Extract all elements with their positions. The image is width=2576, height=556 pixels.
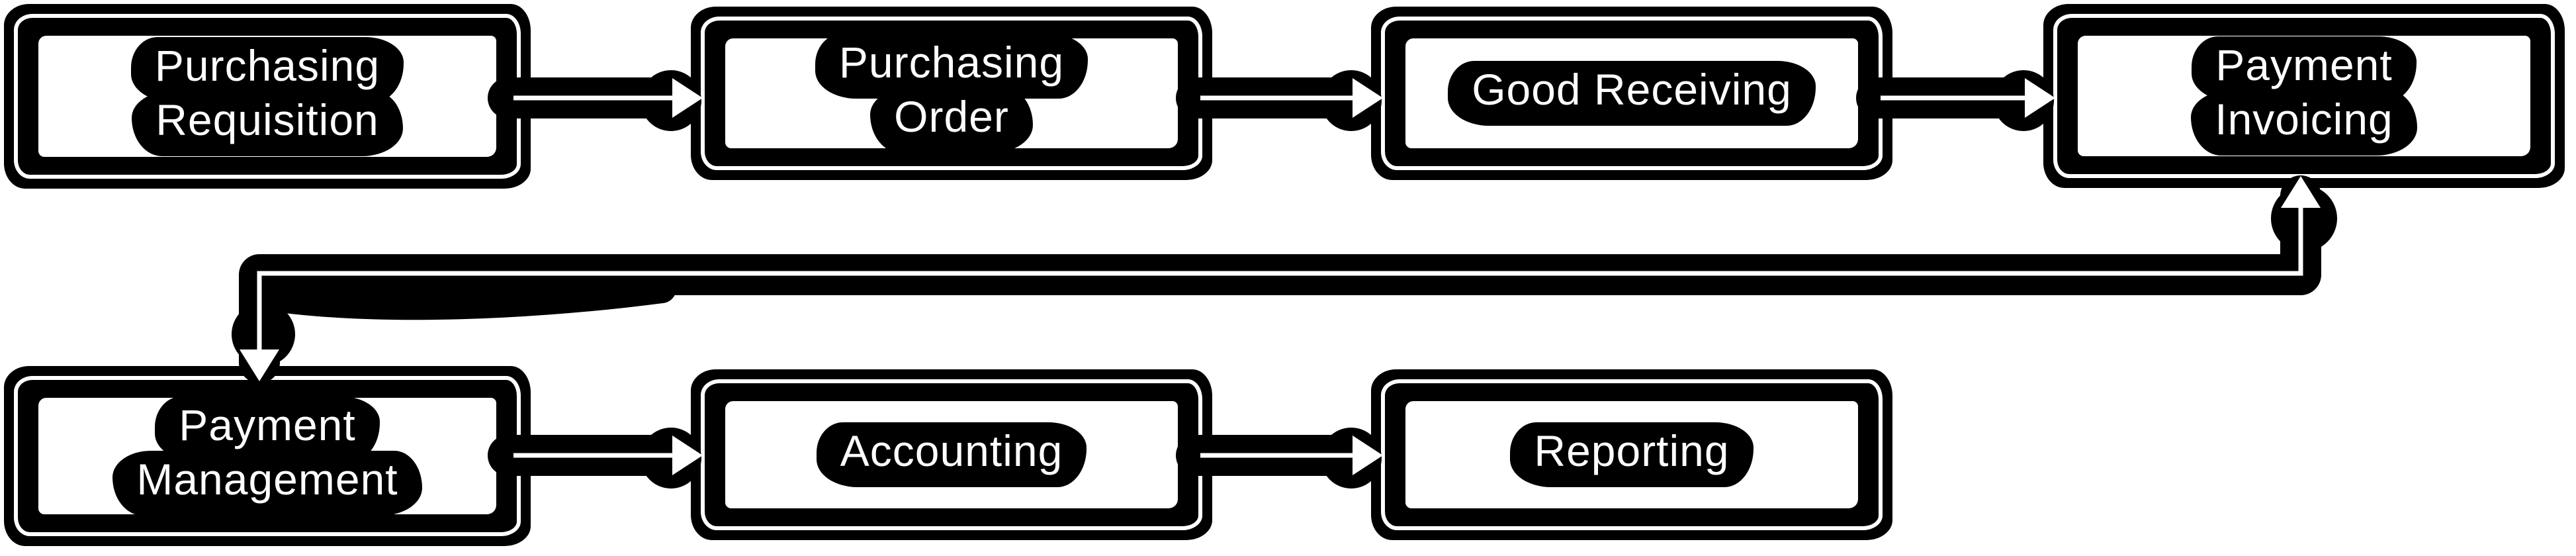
arrow-receiving-to-invoicing [1856, 70, 2055, 131]
arrow-order-to-receiving [1176, 70, 1383, 131]
marker-blob [232, 302, 295, 366]
node-payment-invoicing: Payment Invoicing [2043, 4, 2565, 188]
node-label-line: Order [870, 88, 1033, 153]
arrow-accounting-to-reporting [1176, 428, 1383, 488]
node-label-line: Accounting [816, 422, 1087, 487]
node-label-line: Payment [155, 396, 380, 461]
node-label-line: Purchasing [815, 34, 1088, 99]
node-purchasing-requisition: Purchasing Requisition [4, 4, 531, 189]
node-label-line: Good Receiving [1448, 61, 1816, 126]
arrow-management-to-accounting [488, 428, 703, 488]
arrow-requisition-to-order [488, 70, 703, 131]
node-inner-panel: Purchasing Requisition [38, 36, 496, 157]
node-payment-management: Payment Management [4, 366, 531, 546]
node-label-line: Purchasing [130, 36, 404, 102]
node-label-line: Payment [2192, 36, 2417, 101]
arrow-invoicing-management-elbow [232, 175, 2337, 383]
node-label-line: Invoicing [2191, 91, 2417, 156]
marker-blob [2271, 185, 2337, 252]
node-label-line: Requisition [132, 91, 403, 156]
node-good-receiving: Good Receiving [1371, 7, 1892, 180]
node-inner-panel: Good Receiving [1405, 38, 1858, 148]
node-inner-panel: Accounting [725, 401, 1178, 508]
node-accounting: Accounting [691, 369, 1212, 540]
node-inner-panel: Payment Invoicing [2078, 36, 2530, 156]
node-inner-panel: Purchasing Order [725, 34, 1178, 153]
node-purchasing-order: Purchasing Order [691, 7, 1212, 180]
node-inner-panel: Payment Management [38, 396, 496, 516]
node-label-line: Reporting [1510, 422, 1754, 487]
node-reporting: Reporting [1371, 369, 1892, 540]
node-inner-panel: Reporting [1405, 401, 1858, 508]
node-label-line: Management [112, 451, 422, 516]
